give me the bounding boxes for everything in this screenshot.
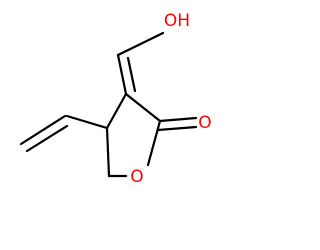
exocyclic-double-bond-inner [126,56,137,93]
ring-bond-c4-c3 [105,92,128,130]
carbonyl-oxygen-label: O [198,113,211,133]
ring-bond-c3-c2 [124,92,162,123]
structure-canvas: OH O O [19,11,212,187]
carbonyl-double-bond-outer [158,116,198,123]
ring-bond-c2-o1 [146,119,162,167]
hydroxyl-label: OH [164,11,190,31]
molecule-structure: OH O O [19,11,212,187]
vinyl-single-bond [65,114,109,130]
bonds [19,31,198,178]
hydroxyl-bond [116,31,165,57]
atom-labels: OH O O [130,11,211,187]
ring-bond-c5-c4 [105,126,111,178]
ring-oxygen-label: O [130,167,143,187]
exocyclic-double-bond-outer [116,53,128,96]
vinyl-double-bond-inner [25,124,69,153]
carbonyl-double-bond-inner [156,125,198,132]
vinyl-double-bond-outer [19,114,67,146]
